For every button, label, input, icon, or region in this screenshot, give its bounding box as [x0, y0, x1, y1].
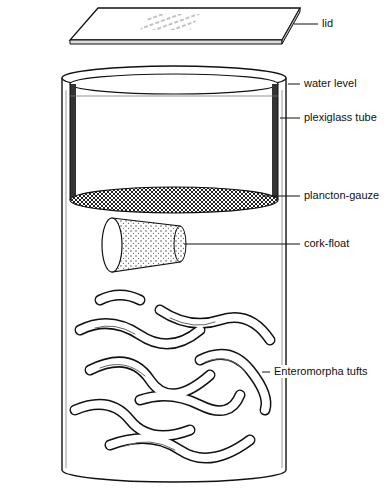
algae-tufts [75, 295, 270, 458]
gauze [70, 187, 278, 213]
float-label: cork-float [303, 237, 350, 250]
cork-float [102, 218, 186, 272]
gauze-label: plancton-gauze [303, 189, 380, 202]
water-level-label: water level [303, 77, 358, 90]
lid-plate [70, 8, 300, 44]
tube-label: plexiglass tube [303, 111, 378, 124]
algae-label: Enteromorpha tufts [273, 365, 369, 378]
lid-label: lid [321, 17, 334, 30]
plexiglass-tube [70, 74, 278, 213]
leader-lines [184, 24, 318, 372]
cylinder [62, 66, 286, 482]
